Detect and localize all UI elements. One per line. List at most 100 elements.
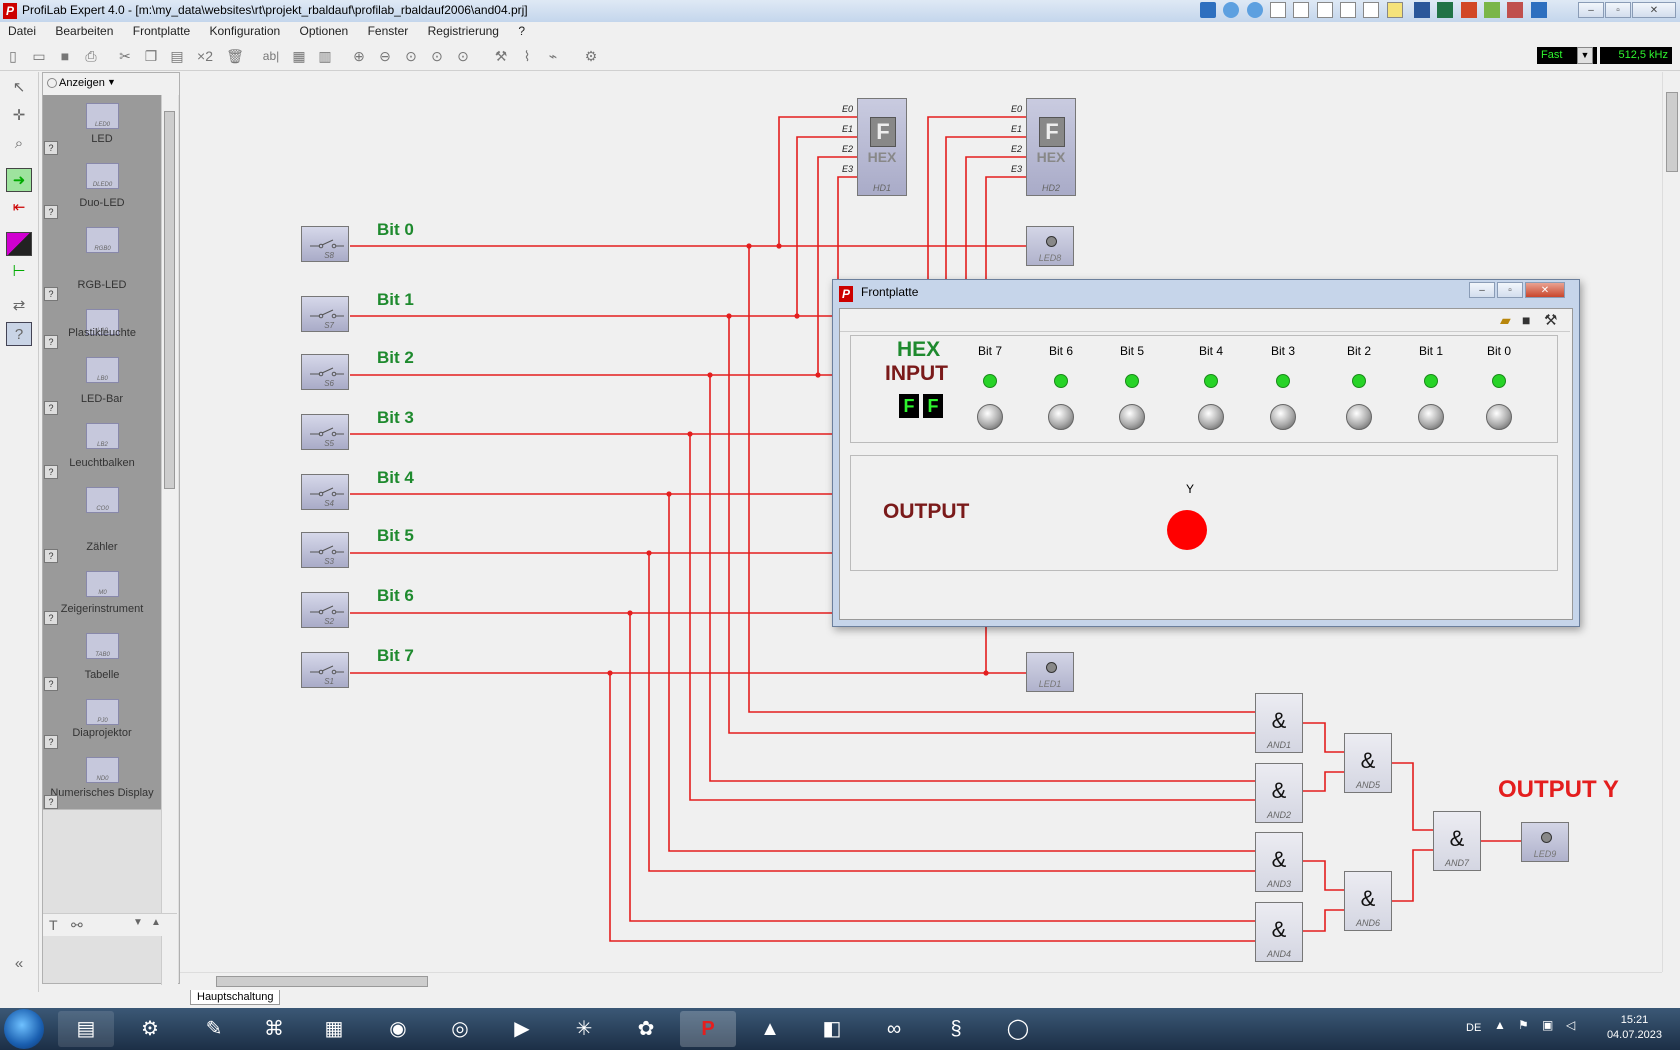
settings-icon[interactable] [1530,2,1547,18]
help-icon[interactable]: ? [44,465,58,479]
maximize-button[interactable]: ▫ [1497,282,1523,298]
hex-display-component[interactable]: F HEX HD1 [857,98,907,196]
cut-icon[interactable]: ✂ [119,48,131,64]
maximize-button[interactable]: ▫ [1605,2,1631,18]
help-icon[interactable]: ? [44,735,58,749]
palette-scrollbar[interactable] [161,95,178,985]
text-tool-button[interactable]: ab| [262,49,280,63]
help-icon[interactable]: ? [44,795,58,809]
network-status-icon[interactable]: ▣ [1542,1018,1554,1032]
chart-app-icon[interactable]: ▲ [760,1018,780,1040]
sticky-note-icon[interactable] [1386,2,1403,18]
hammer-icon[interactable]: ⚒ [1544,312,1558,329]
switch-component[interactable]: S8 [301,226,349,262]
menu-registrierung[interactable]: Registrierung [427,24,499,38]
close-button[interactable]: ✕ [1525,282,1565,298]
star-app-icon[interactable]: ✳ [575,1018,593,1040]
and-gate[interactable]: & AND7 [1433,811,1481,871]
save-icon[interactable]: ■ [1522,312,1531,328]
and-gate[interactable]: & AND4 [1255,902,1303,962]
toggle-switch[interactable] [977,404,1003,430]
flag-icon[interactable]: ⚑ [1518,1018,1529,1032]
menu-fenster[interactable]: Fenster [367,24,409,38]
binoculars-icon[interactable]: ⚯ [71,917,83,933]
led-component[interactable]: LED1 [1026,652,1074,692]
arduino-icon[interactable]: ∞ [886,1018,902,1040]
toggle-switch[interactable] [1048,404,1074,430]
delete-icon[interactable]: 🗑 [226,48,244,64]
help-icon[interactable]: ? [44,287,58,301]
menu-konfiguration[interactable]: Konfiguration [209,24,281,38]
wire-tool-icon[interactable]: ⌇ [523,48,531,64]
switch-component[interactable]: S5 [301,414,349,450]
help-icon[interactable]: ? [44,677,58,691]
led-component[interactable]: LED8 [1026,226,1074,266]
close-button[interactable]: ✕ [1632,2,1676,18]
copy-icon[interactable]: ❐ [144,48,158,64]
switch-component[interactable]: S2 [301,592,349,628]
red-circle-icon[interactable]: ◯ [1006,1018,1030,1040]
scroll-thumb[interactable] [1666,92,1678,172]
menu-help[interactable]: ? [518,24,526,38]
paint-icon[interactable]: ✿ [637,1018,655,1040]
toggle-switch[interactable] [1418,404,1444,430]
circuit-app-icon[interactable]: ◧ [822,1018,842,1040]
grid-icon[interactable]: ▦ [292,48,306,64]
calendar-icon[interactable] [1293,2,1310,18]
switch-component[interactable]: S3 [301,532,349,568]
menu-frontplatte[interactable]: Frontplatte [132,24,191,38]
calculator-icon[interactable]: ▦ [324,1018,344,1040]
help-icon[interactable]: ? [44,611,58,625]
mail-icon[interactable] [1270,2,1287,18]
menu-datei[interactable]: Datei [8,24,37,38]
powerpoint-icon[interactable] [1460,2,1477,18]
horizontal-scrollbar[interactable] [180,972,1662,989]
network-icon[interactable]: ⌘ [264,1018,284,1040]
arrow-down-icon[interactable]: ▼ [133,917,143,928]
collapse-icon[interactable]: « [14,955,24,972]
language-indicator[interactable]: DE [1466,1022,1482,1034]
switch-view-icon[interactable]: ⇄ [12,297,26,314]
run-arrow-icon[interactable]: ➜ [6,168,32,192]
gear-icon[interactable]: ⚙ [584,48,598,64]
toggle-switch[interactable] [1486,404,1512,430]
duplicate-button[interactable]: ×2 [197,48,213,64]
toggle-switch[interactable] [1119,404,1145,430]
zoom-out-icon[interactable]: ⊖ [379,48,391,64]
media-player-icon[interactable]: ▶ [514,1018,530,1040]
tab-hauptschaltung[interactable]: Hauptschaltung [190,990,281,1005]
help-icon[interactable]: ? [44,205,58,219]
help-icon[interactable] [1223,2,1240,18]
and-gate[interactable]: & AND2 [1255,763,1303,823]
help-icon[interactable]: ? [44,141,58,155]
probe-icon[interactable]: ⌁ [548,48,558,64]
zoom-fit-icon[interactable]: ⊙ [405,48,417,64]
chrome-icon[interactable]: ◎ [451,1018,469,1040]
tray-arrow-icon[interactable]: ▲ [1494,1018,1506,1032]
profilab-icon[interactable]: P [680,1011,736,1047]
task-icon[interactable] [1316,2,1333,18]
and-gate[interactable]: & AND3 [1255,832,1303,892]
explorer-icon[interactable]: ▤ [58,1011,114,1047]
vertical-scrollbar[interactable] [1662,72,1680,972]
new-file-icon[interactable]: ▯ [9,48,17,64]
word-icon[interactable] [1414,2,1431,18]
and-gate[interactable]: & AND6 [1344,871,1392,931]
menu-bearbeiten[interactable]: Bearbeiten [55,24,114,38]
notepad-icon[interactable]: ✎ [205,1018,223,1040]
help-icon[interactable] [1246,2,1263,18]
radio-icon[interactable] [47,78,57,88]
book-icon[interactable]: § [950,1018,962,1040]
switch-component[interactable]: S7 [301,296,349,332]
